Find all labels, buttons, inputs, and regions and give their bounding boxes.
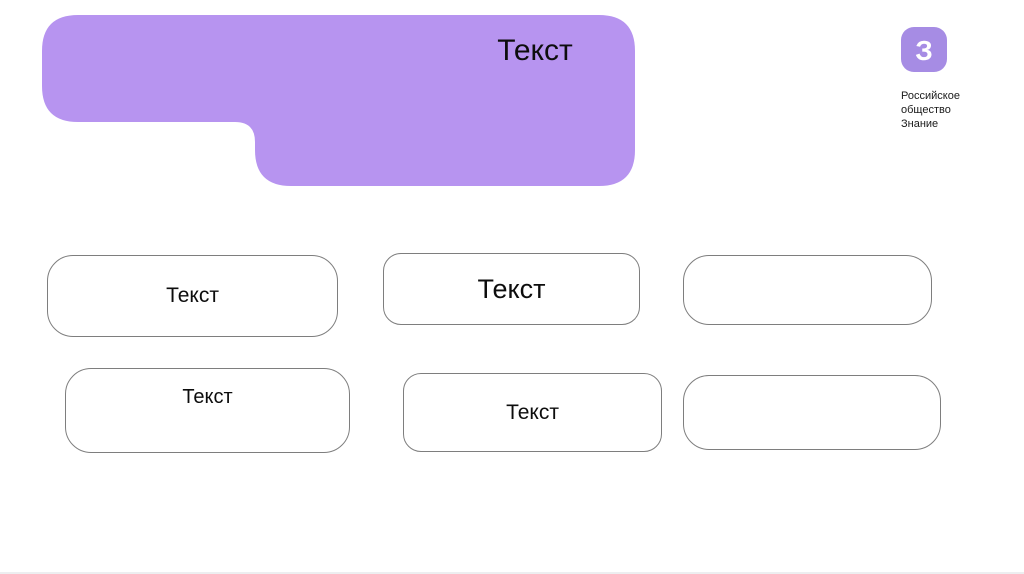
znanie-logo-icon: З: [901, 27, 947, 72]
logo-text-line: Знание: [901, 118, 939, 130]
text-placeholder-box-3[interactable]: [683, 255, 932, 325]
placeholder-label: Текст: [166, 284, 219, 307]
text-placeholder-box-2[interactable]: Текст: [383, 253, 640, 325]
text-placeholder-box-6[interactable]: [683, 375, 941, 450]
znanie-logo-glyph: З: [915, 35, 933, 66]
logo-text: Российское общество Знание: [901, 89, 991, 131]
logo-text-line: Российское: [901, 90, 960, 102]
title-banner-shape[interactable]: [0, 0, 660, 200]
placeholder-label: Текст: [182, 386, 233, 408]
logo: З Российское общество Знание: [901, 27, 991, 131]
banner-title[interactable]: Текст: [497, 34, 573, 67]
title-banner-path[interactable]: [42, 15, 635, 186]
slide-bottom-edge: [0, 572, 1024, 574]
text-placeholder-box-4[interactable]: Текст: [65, 368, 350, 453]
placeholder-label: Текст: [477, 273, 546, 304]
text-placeholder-box-1[interactable]: Текст: [47, 255, 338, 337]
logo-text-line: общество: [901, 104, 951, 116]
placeholder-label: Текст: [506, 400, 559, 424]
text-placeholder-box-5[interactable]: Текст: [403, 373, 662, 452]
